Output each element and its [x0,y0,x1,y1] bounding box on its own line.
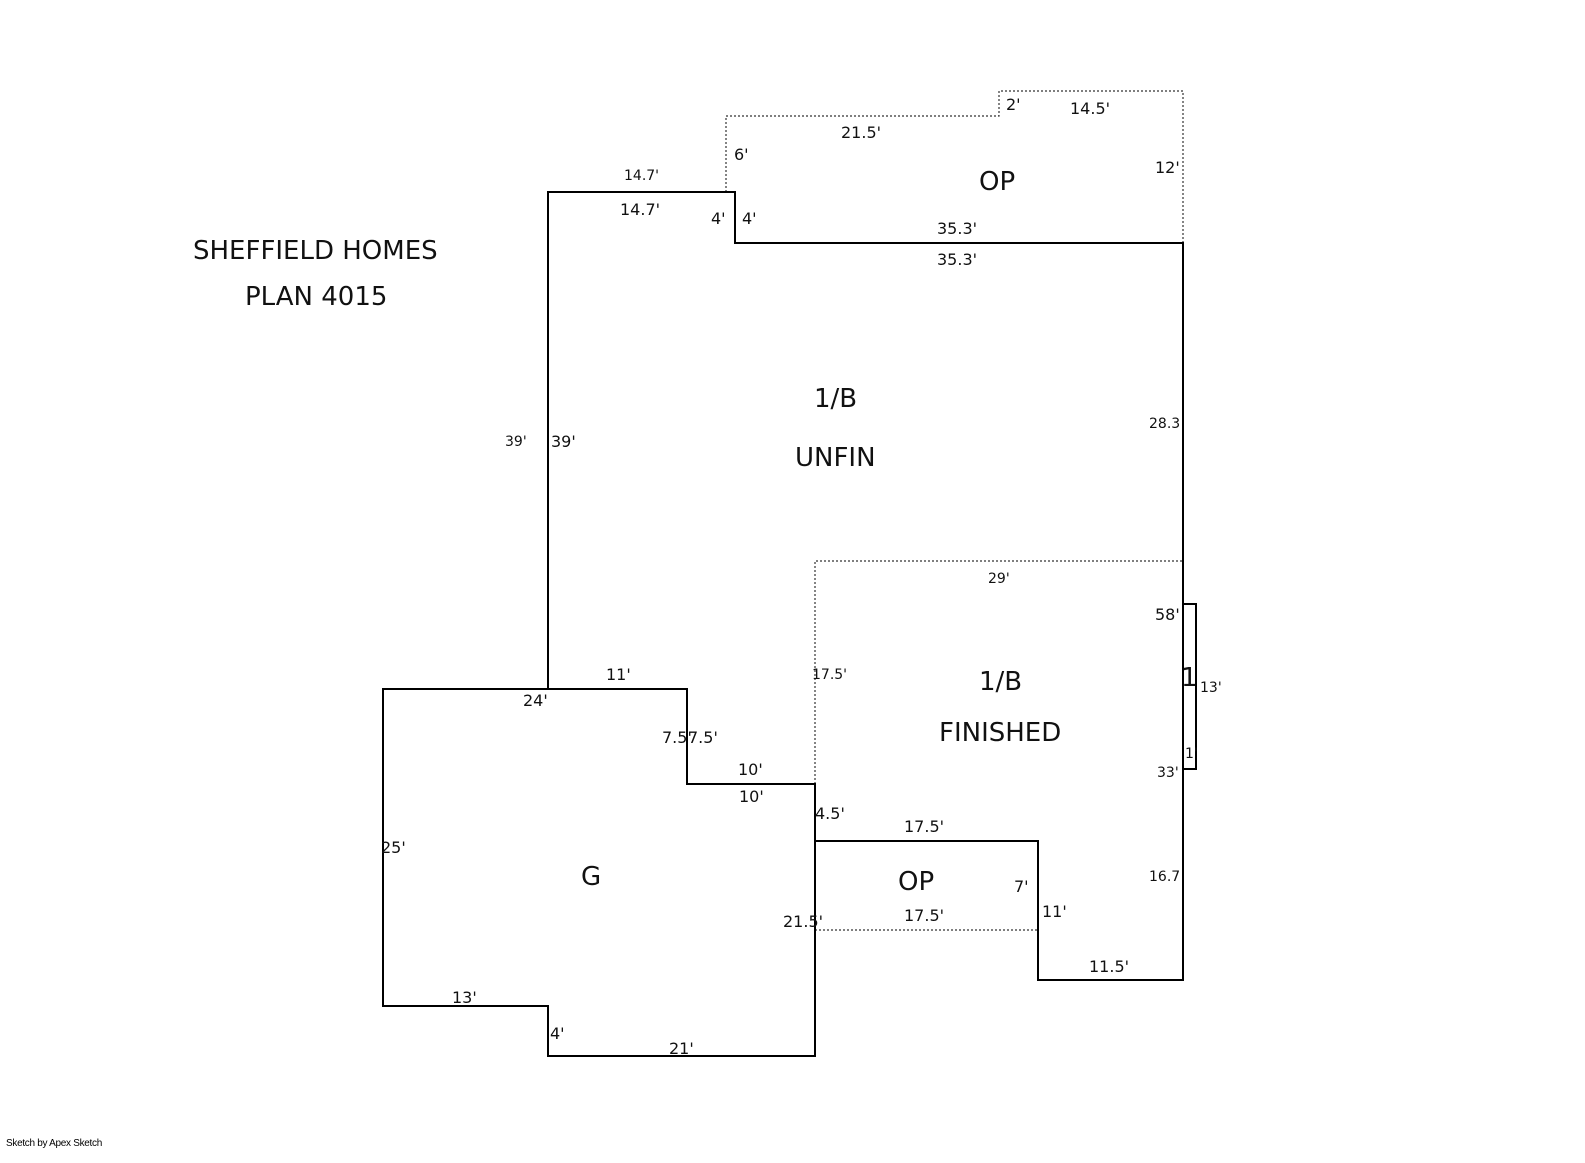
dim-label: 10' [739,787,764,806]
dim-label: 21.5' [841,123,881,142]
dim-label: 33' [1157,765,1179,781]
small-bump-outline [1183,603,1197,770]
main-house-outline [547,191,1184,981]
area-label-unfin-level: 1/B [814,384,857,414]
area-label-unfin: UNFIN [795,443,876,473]
dim-label: 12' [1155,158,1180,177]
dim-label: 17.5' [904,906,944,925]
dim-label: 7.5' [662,728,692,747]
dim-label: 39' [551,432,576,451]
dim-label: 29' [988,571,1010,587]
dim-label: 14.5' [1070,99,1110,118]
area-label-op-top: OP [979,167,1015,197]
dim-label: 21' [669,1039,694,1058]
dim-label: 35.3' [937,219,977,238]
dim-label: 4' [742,209,757,228]
area-label-fin-level: 1/B [979,667,1022,697]
area-label-garage: G [581,862,601,892]
dim-label: 4' [711,209,726,228]
dim-label: 11.5' [1089,957,1129,976]
dim-label: 17.5' [812,667,847,683]
area-label-small: 1 [1181,663,1198,693]
dim-label: 16.7 [1149,869,1180,885]
area-label-op-bottom: OP [898,867,934,897]
sketch-credit: Sketch by Apex Sketch [6,1138,102,1149]
garage-outline [382,688,816,1057]
dim-label: 1' [1185,746,1198,762]
dim-label: 28.3 [1149,416,1180,432]
dim-label: 13' [1200,680,1222,696]
finished-area-outline [814,560,1183,784]
plan-title-builder: SHEFFIELD HOMES [193,236,438,266]
open-porch-top-outline [725,90,1184,243]
plan-title-number: PLAN 4015 [245,282,387,312]
dim-label: 2' [1006,95,1021,114]
dim-label: 14.7' [624,168,659,184]
dim-label: 17.5' [904,817,944,836]
dim-label: 7' [1014,877,1029,896]
dim-label: 6' [734,145,749,164]
dim-label: 4' [550,1024,565,1043]
dim-label: 7.5' [688,728,718,747]
dim-label: 58' [1155,605,1180,624]
dim-label: 24' [523,691,548,710]
area-label-finished: FINISHED [939,718,1061,748]
dim-label: 25' [381,838,406,857]
dim-label: 11' [606,665,631,684]
dim-label: 11' [1042,902,1067,921]
dim-label: 4.5' [815,804,845,823]
dim-label: 21.5' [783,912,823,931]
dim-label: 35.3' [937,250,977,269]
dim-label: 10' [738,760,763,779]
dim-label: 13' [452,988,477,1007]
dim-label: 39' [505,434,527,450]
dim-label: 14.7' [620,200,660,219]
